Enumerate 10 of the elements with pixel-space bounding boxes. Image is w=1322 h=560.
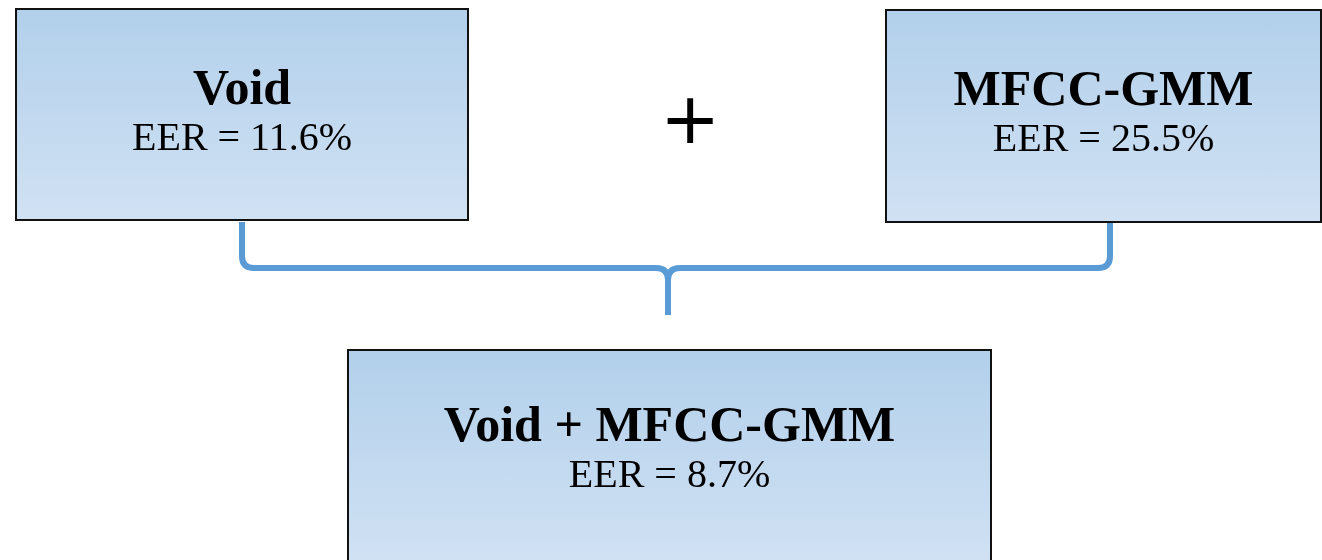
result-box: [347, 349, 992, 560]
plus-sign: +: [660, 82, 721, 154]
result-box: [885, 9, 1322, 223]
error-rate-text: EER = 25.5%: [992, 116, 1215, 160]
error-rate-text: EER = 11.6%: [132, 115, 352, 159]
error-rate-text: EER = 8.7%: [568, 452, 771, 496]
method-name: MFCC-GMM: [953, 61, 1254, 116]
method-name: Void: [192, 60, 292, 115]
method-name: Void + MFCC-GMM: [443, 397, 896, 452]
result-box: [15, 8, 469, 221]
